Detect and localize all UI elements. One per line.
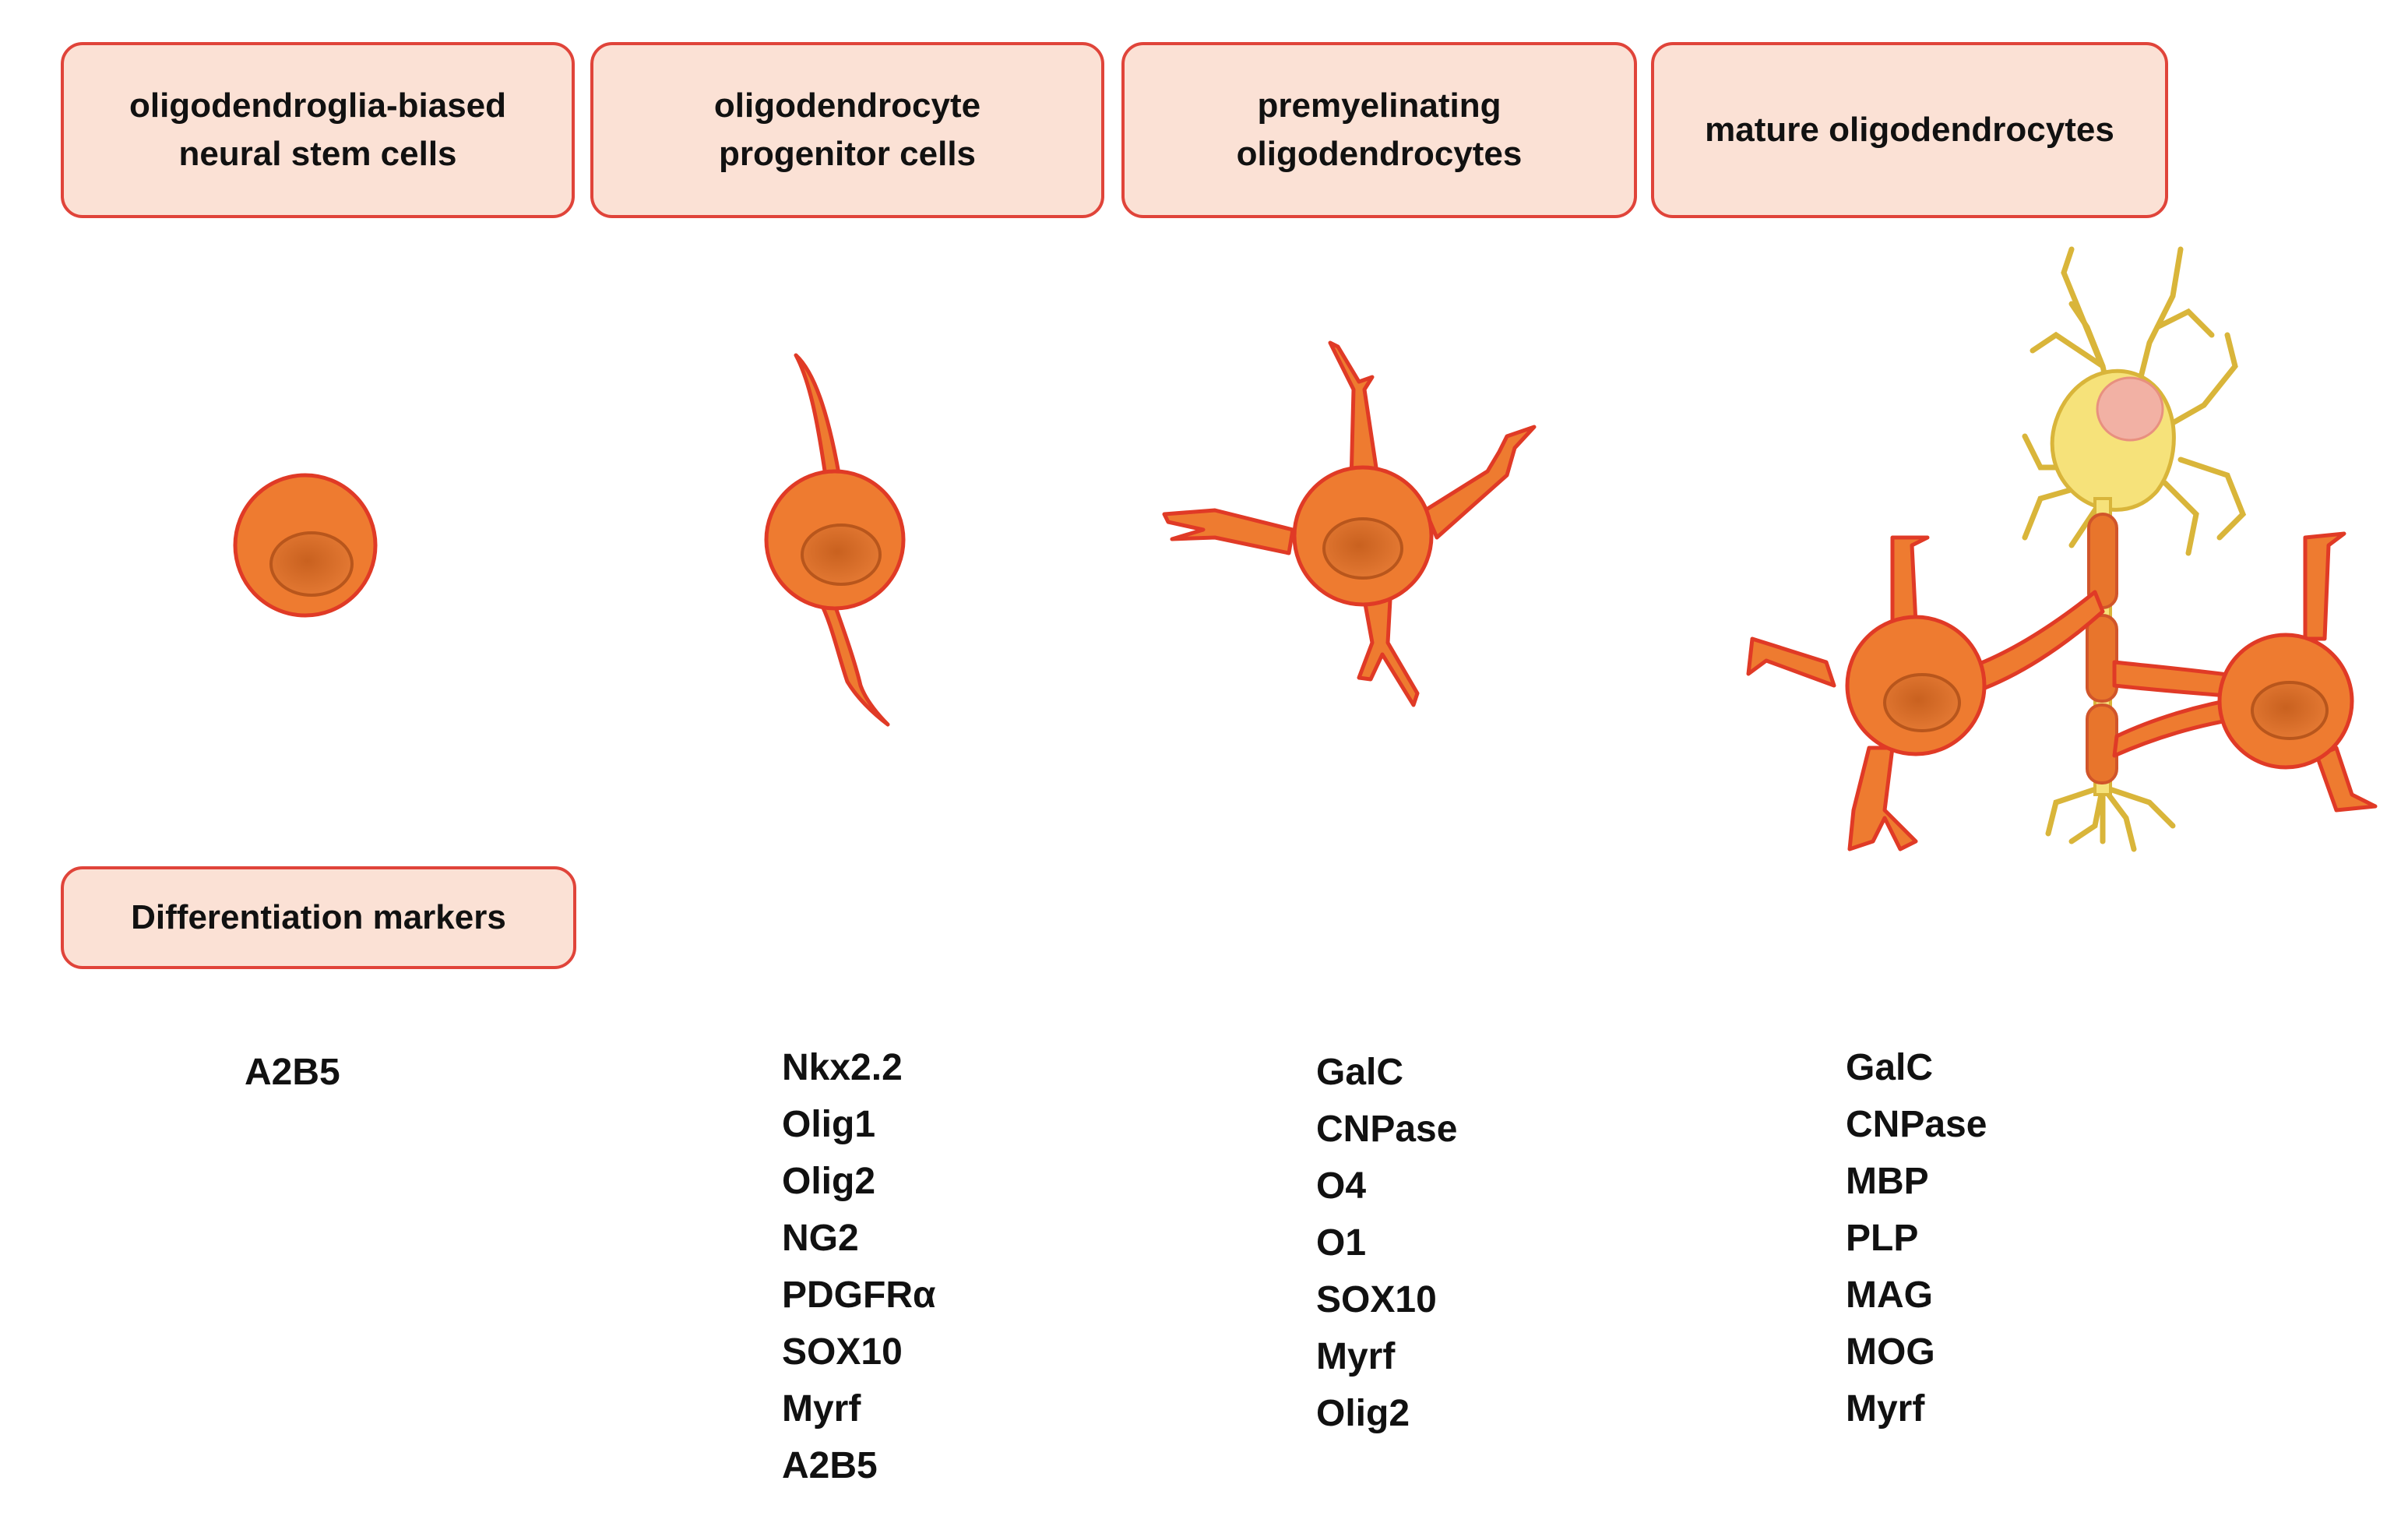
marker-item: GalC [1316,1052,1404,1093]
marker-item: CNPase [1316,1109,1458,1150]
marker-item: Myrf [1316,1336,1396,1377]
marker-item: SOX10 [782,1331,903,1373]
stage-box-mature: mature oligodendrocytes [1651,42,2168,218]
marker-item: Nkx2.2 [782,1047,903,1088]
marker-item: A2B5 [782,1445,878,1486]
marker-item: Olig1 [782,1104,876,1145]
marker-item: Olig2 [782,1161,876,1202]
mature-oligodendrocyte-left-icon [1746,535,2105,851]
marker-item: MOG [1846,1331,1935,1373]
marker-item: GalC [1846,1047,1934,1088]
mature-oligodendrocyte-right-icon [2112,531,2378,813]
marker-item: SOX10 [1316,1279,1437,1320]
marker-list-stage-1: A2B5 [245,1044,340,1101]
progenitor-cell-icon [764,353,906,727]
marker-item: CNPase [1846,1104,1987,1145]
marker-item: Myrf [782,1388,861,1430]
myelin-sheath-icon [2086,513,2118,784]
marker-item: O4 [1316,1165,1367,1207]
neural-stem-cell-icon [233,473,378,618]
marker-item: NG2 [782,1218,859,1259]
marker-item: MBP [1846,1161,1929,1202]
marker-item: Myrf [1846,1388,1925,1430]
marker-item: Olig2 [1316,1393,1410,1434]
stage-box-neural-stem-cells: oligodendroglia-biased neural stem cells [61,42,575,218]
marker-item: A2B5 [245,1052,340,1093]
premyelinating-cell-icon [1162,340,1537,707]
differentiation-markers-heading: Differentiation markers [61,866,576,969]
marker-item: MAG [1846,1274,1933,1316]
stage-box-premyelinating: premyelinating oligodendrocytes [1121,42,1637,218]
neuron-icon [2022,246,2247,852]
marker-item: PDGFRα [782,1274,936,1316]
stage-box-opc: oligodendrocyte progenitor cells [590,42,1104,218]
marker-item: PLP [1846,1218,1919,1259]
marker-item: O1 [1316,1222,1367,1264]
